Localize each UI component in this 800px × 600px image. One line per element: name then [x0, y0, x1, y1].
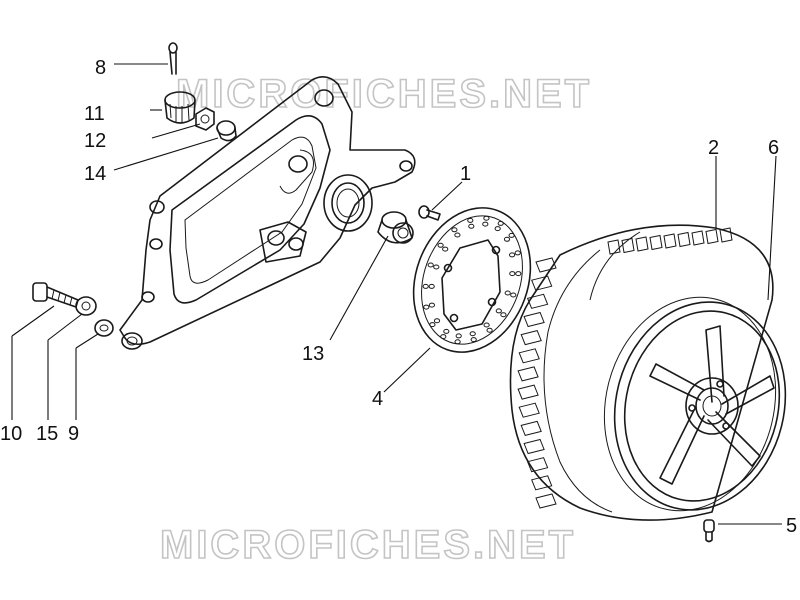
tread-block	[523, 438, 545, 455]
tread-block	[705, 228, 719, 245]
callout-4: 4	[372, 388, 383, 410]
watermark-bottom: MICROFICHES.NET	[160, 523, 576, 567]
brake-disc	[412, 207, 532, 353]
callout-11: 11	[84, 103, 105, 125]
tread-block	[535, 257, 557, 273]
callout-labels: 8 11 12 14 1 2 6 13 4 10 15 9 5	[0, 57, 797, 537]
disc-hole	[482, 221, 489, 227]
callout-2: 2	[708, 137, 719, 159]
disc-hole	[454, 339, 461, 345]
disc-hole	[500, 312, 507, 318]
callout-13: 13	[302, 343, 324, 365]
disc-hole	[440, 334, 447, 340]
nut	[195, 107, 215, 131]
disc-hole	[510, 292, 517, 298]
tread-block	[621, 237, 635, 254]
disc-hole	[470, 337, 477, 343]
spacer-bushing	[216, 120, 237, 142]
disc-hole	[469, 331, 476, 337]
wheel-hub	[685, 377, 739, 435]
bolt	[32, 282, 79, 308]
castle-nut	[164, 91, 196, 124]
washer-9	[94, 319, 114, 337]
tread-block	[520, 420, 542, 436]
disc-hole	[494, 226, 501, 232]
disc-hole	[433, 264, 440, 270]
disc-hole	[483, 322, 490, 328]
callout-12: 12	[84, 130, 106, 152]
callout-14: 14	[84, 163, 106, 185]
tire	[509, 224, 774, 521]
disc-hole	[515, 271, 522, 277]
tread-block	[520, 330, 542, 346]
disc-hole	[486, 327, 493, 333]
disc-hole	[429, 322, 436, 328]
tread-block	[663, 233, 677, 249]
rim-spokes	[649, 325, 775, 485]
tread-block	[531, 475, 553, 491]
tread-block	[535, 493, 557, 509]
disc-hole	[422, 283, 429, 289]
tread-block	[523, 311, 545, 328]
tread-block	[518, 348, 540, 364]
disc-hole	[454, 232, 461, 238]
disc-hole	[437, 242, 444, 248]
callout-6: 6	[768, 137, 779, 159]
disc-hole	[442, 246, 449, 252]
disc-hole	[433, 318, 441, 324]
disc-hole	[495, 308, 502, 314]
swing-arm	[119, 76, 416, 350]
disc-hole	[428, 283, 435, 289]
disc-hole	[508, 252, 516, 258]
callout-8: 8	[95, 57, 106, 79]
disc-hole	[427, 262, 434, 268]
rim	[603, 296, 787, 512]
disc-hole	[514, 250, 521, 256]
tread-block	[635, 236, 649, 252]
disc-hole	[508, 232, 515, 238]
wheel-spacer	[377, 211, 414, 244]
leader-lines	[11, 63, 782, 525]
tread-block	[526, 457, 549, 473]
disc-hole	[428, 302, 435, 308]
tread-block	[517, 384, 539, 400]
tread-block	[517, 366, 539, 382]
disc-hole	[455, 333, 462, 339]
tread-block	[719, 227, 733, 243]
tread-block	[531, 275, 553, 291]
disc-hole	[483, 215, 490, 221]
callout-15: 15	[36, 423, 58, 445]
callout-5: 5	[786, 515, 797, 537]
tread-block	[518, 402, 540, 418]
callout-10: 10	[0, 423, 22, 445]
disc-hole	[503, 236, 511, 242]
disc-hole	[497, 220, 504, 226]
tread-block	[526, 293, 549, 309]
disc-hole	[423, 304, 430, 310]
callout-1: 1	[460, 163, 471, 185]
disc-hole	[509, 271, 516, 277]
disc-screw	[418, 205, 441, 221]
disc-hole	[451, 227, 458, 233]
callout-9: 9	[68, 423, 79, 445]
disc-hole	[443, 328, 450, 334]
washer-15	[75, 296, 97, 316]
cotter-pin	[168, 42, 178, 75]
disc-hole	[504, 290, 511, 296]
tread-block	[677, 231, 691, 248]
watermark-top: MICROFICHES.NET	[176, 72, 592, 116]
tread-block	[691, 230, 705, 246]
tread-block	[607, 239, 621, 255]
disc-hole	[468, 223, 475, 229]
tire-valve	[703, 519, 715, 543]
tread-block	[649, 234, 663, 251]
disc-hole	[467, 217, 474, 223]
